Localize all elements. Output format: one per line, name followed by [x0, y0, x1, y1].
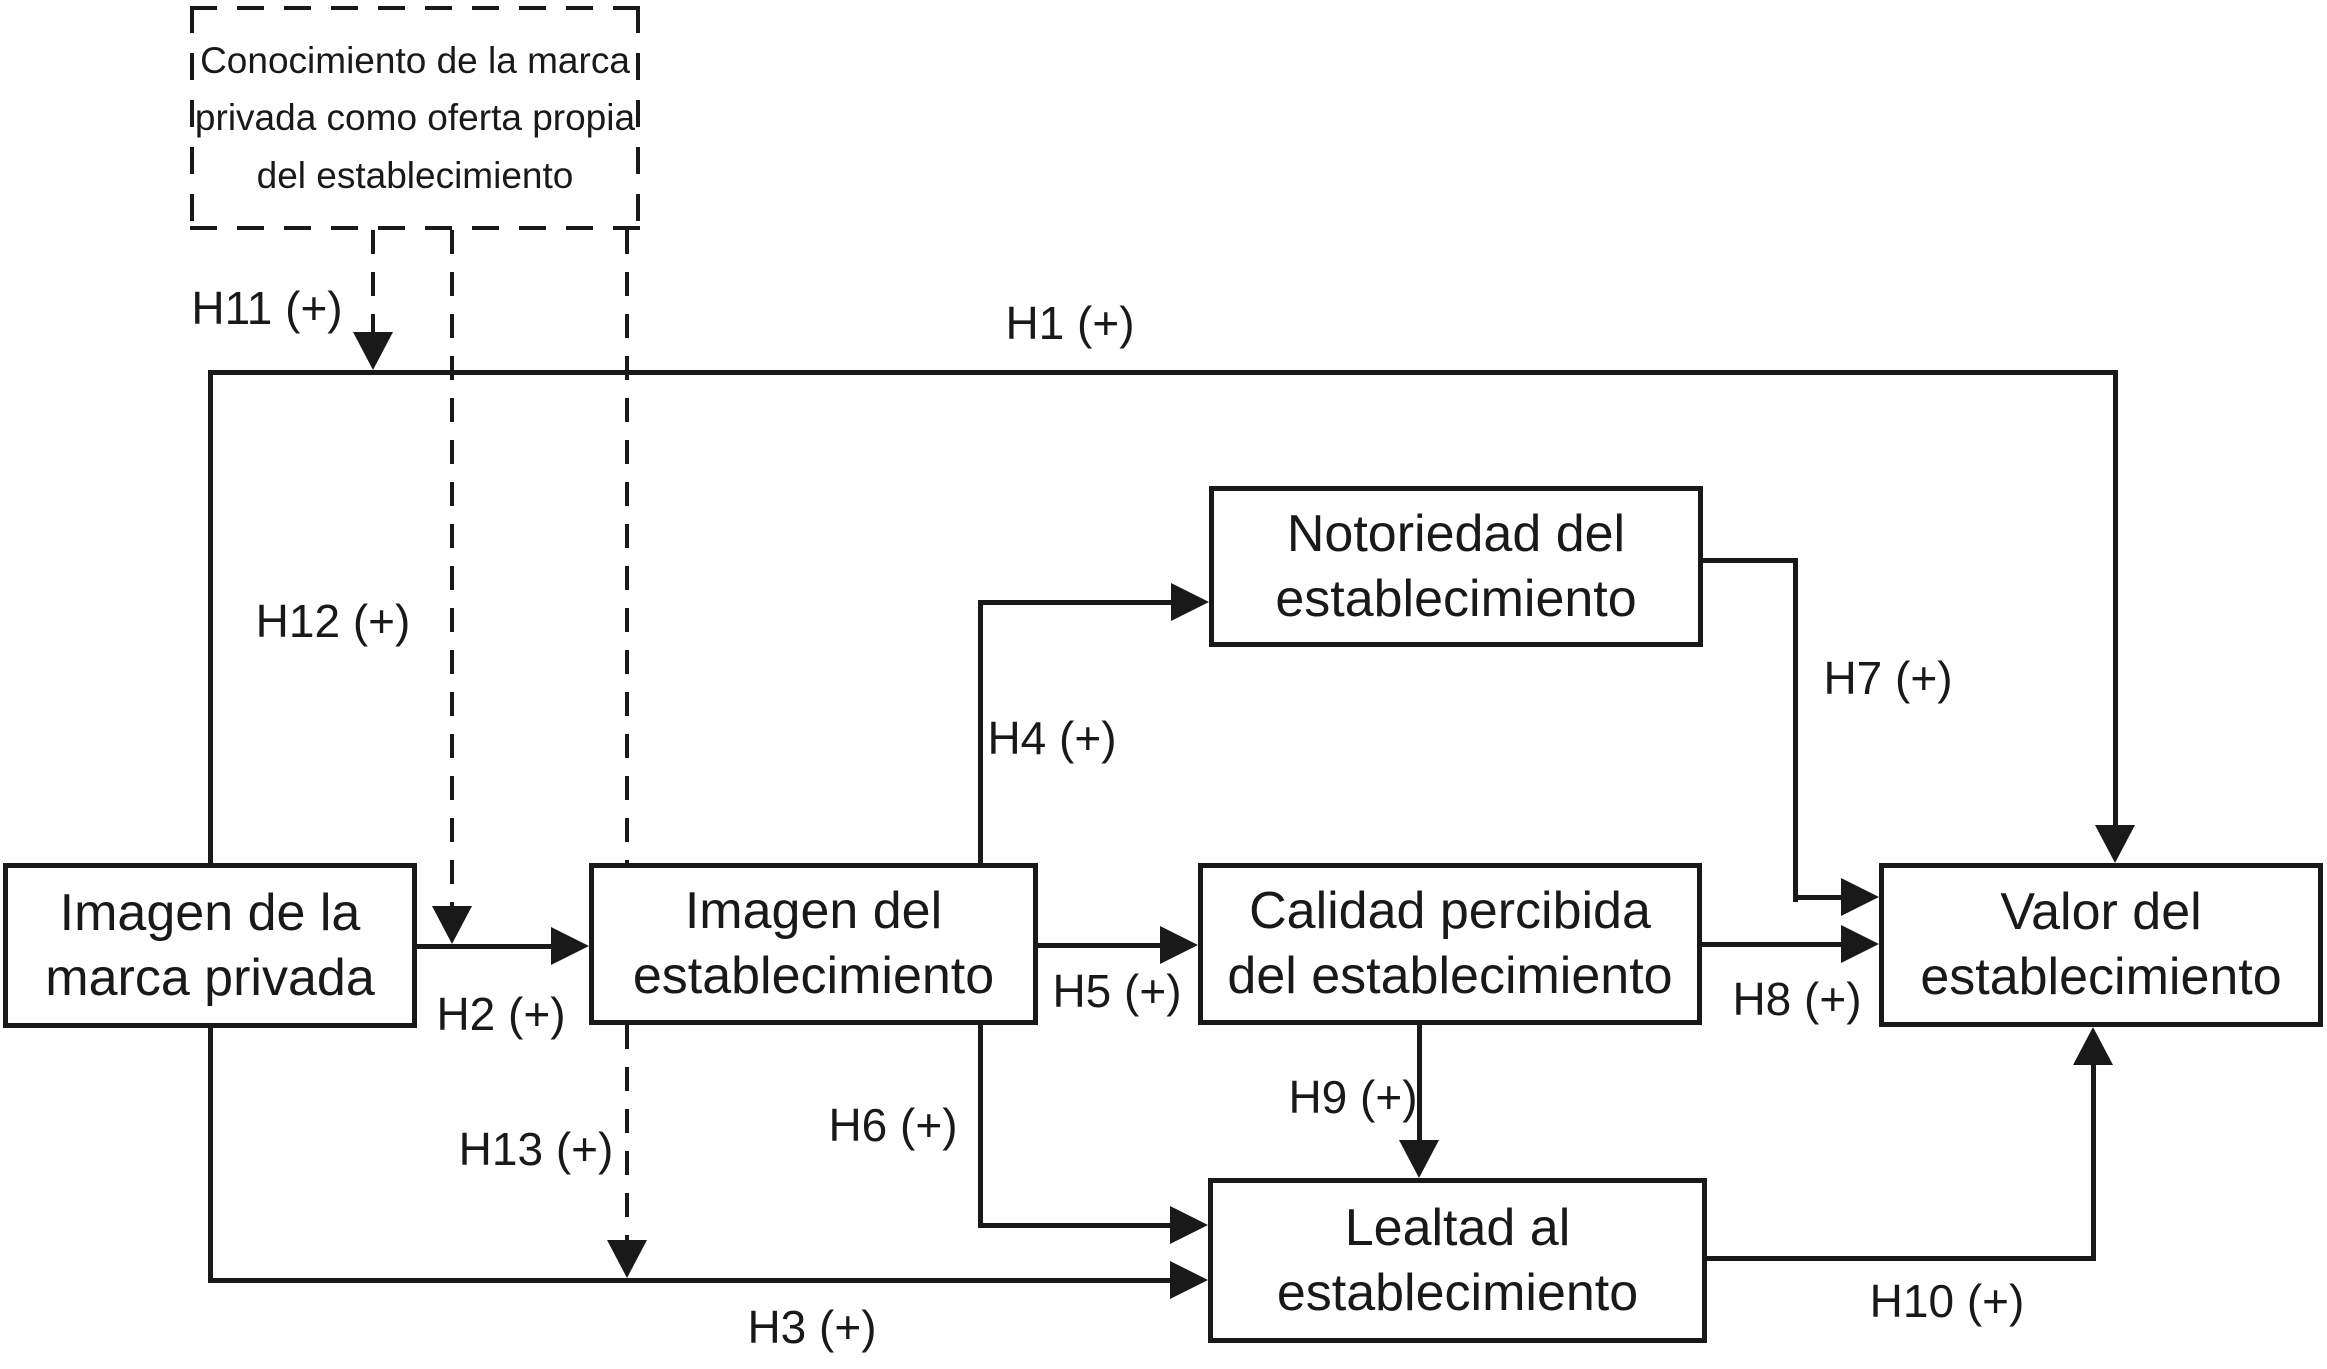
- node-lealtad-establecimiento: Lealtad al establecimiento: [1208, 1178, 1707, 1343]
- node-imagen-estab-line2: establecimiento: [632, 947, 995, 1005]
- h13-arrowhead-icon: [607, 1240, 647, 1278]
- node-notoriedad-line1: Notoriedad del: [1286, 504, 1626, 563]
- node-notoriedad-establecimiento: Notoriedad del establecimiento: [1209, 486, 1703, 647]
- node-calidad-percibida: Calidad percibida del establecimiento: [1198, 863, 1702, 1025]
- label-h2: H2 (+): [436, 988, 566, 1040]
- label-h5: H5 (+): [1052, 965, 1182, 1017]
- node-conocimiento-line1: Conocimiento de la marca: [200, 39, 630, 81]
- label-h11: H11 (+): [191, 282, 343, 334]
- h2-path-segment: [417, 944, 557, 949]
- h11-arrowhead-icon: [353, 332, 393, 370]
- h3-path-segment-horizontal: [208, 1278, 1174, 1283]
- label-h6: H6 (+): [828, 1099, 958, 1151]
- label-h1: H1 (+): [1005, 297, 1135, 349]
- label-h12: H12 (+): [255, 595, 411, 647]
- node-valor-line1: Valor del: [2000, 883, 2202, 941]
- h12-dashed-line: [450, 230, 454, 910]
- h6-path-segment-horizontal: [978, 1223, 1174, 1228]
- h13-dashed-line-lower: [625, 1025, 629, 1242]
- h9-path-segment: [1417, 1025, 1422, 1142]
- label-h4: H4 (+): [987, 712, 1117, 764]
- node-valor-establecimiento: Valor del establecimiento: [1879, 863, 2323, 1027]
- h5-arrowhead-icon: [1160, 926, 1198, 964]
- node-imagen-estab-line1: Imagen del: [684, 882, 943, 940]
- h7-path-segment-bottom-horizontal: [1793, 895, 1845, 900]
- h1-path-segment-left-vertical: [208, 370, 213, 863]
- node-imagen-establecimiento: Imagen del establecimiento: [589, 863, 1038, 1025]
- h4-path-segment-horizontal: [978, 600, 1175, 605]
- h7-path-segment-top-horizontal: [1703, 558, 1798, 563]
- label-h10: H10 (+): [1869, 1275, 2025, 1327]
- node-calidad-line2: del establecimiento: [1227, 947, 1673, 1005]
- node-conocimiento-line2: privada como oferta propia: [194, 97, 636, 139]
- node-imagen-marca-privada: Imagen de la marca privada: [3, 863, 417, 1028]
- h10-arrowhead-icon: [2073, 1027, 2113, 1065]
- node-imagen-marca-line1: Imagen de la: [59, 883, 361, 942]
- h6-arrowhead-icon: [1170, 1206, 1208, 1244]
- h4-path-segment-vertical: [978, 600, 983, 863]
- h1-arrowhead-icon: [2095, 825, 2135, 863]
- label-h13: H13 (+): [458, 1123, 614, 1175]
- h10-path-segment-horizontal: [1707, 1256, 2096, 1261]
- node-lealtad-line2: establecimiento: [1276, 1263, 1639, 1322]
- h8-path-segment: [1702, 942, 1845, 947]
- h7-path-segment-vertical: [1793, 558, 1798, 902]
- h10-path-segment-vertical: [2091, 1063, 2096, 1261]
- label-h7: H7 (+): [1823, 652, 1953, 704]
- h9-arrowhead-icon: [1399, 1140, 1439, 1178]
- h4-arrowhead-icon: [1171, 583, 1209, 621]
- h5-path-segment: [1038, 943, 1164, 948]
- node-imagen-marca-line2: marca privada: [45, 948, 375, 1007]
- label-h9: H9 (+): [1288, 1071, 1418, 1123]
- node-notoriedad-line2: establecimiento: [1275, 569, 1637, 628]
- label-h8: H8 (+): [1732, 973, 1862, 1025]
- h11-dashed-line: [371, 230, 375, 334]
- h13-dashed-line-upper: [625, 230, 629, 863]
- h8-arrowhead-icon: [1841, 925, 1879, 963]
- label-h3: H3 (+): [747, 1301, 877, 1353]
- h6-path-segment-vertical: [978, 1025, 983, 1228]
- node-calidad-line1: Calidad percibida: [1249, 882, 1651, 940]
- node-lealtad-line1: Lealtad al: [1344, 1198, 1571, 1257]
- h1-path-segment-right-vertical: [2113, 370, 2118, 827]
- h7-arrowhead-icon: [1841, 878, 1879, 916]
- node-valor-line2: establecimiento: [1920, 948, 2282, 1006]
- h1-path-segment-top-horizontal: [208, 370, 2118, 375]
- h3-path-segment-vertical: [208, 1028, 213, 1283]
- node-conocimiento-line3: del establecimiento: [256, 154, 574, 196]
- h3-arrowhead-icon: [1170, 1261, 1208, 1299]
- h2-arrowhead-icon: [551, 927, 589, 965]
- h12-arrowhead-icon: [432, 906, 472, 944]
- node-conocimiento-marca-privada: Conocimiento de la marca privada como of…: [190, 6, 640, 230]
